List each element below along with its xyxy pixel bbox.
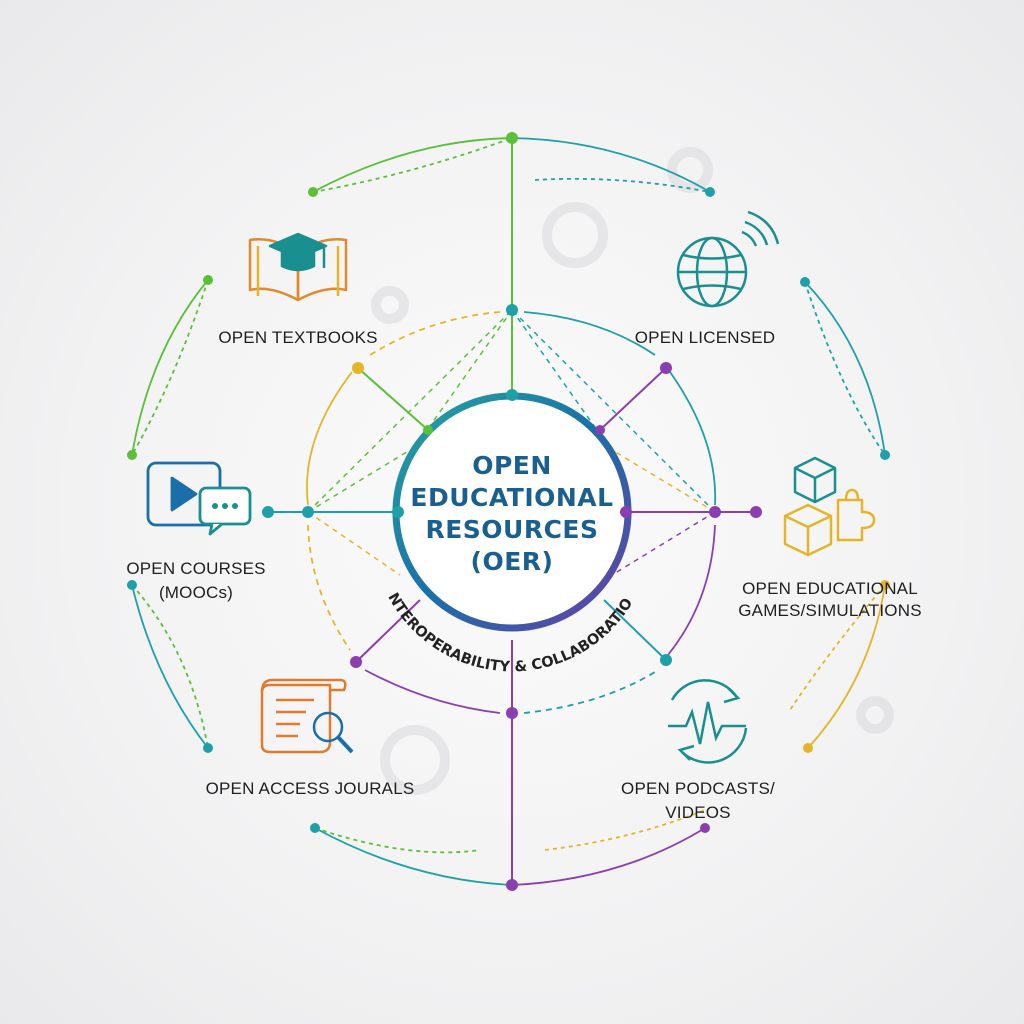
middle-arc-left-lower bbox=[307, 524, 351, 651]
node-dot bbox=[705, 187, 715, 197]
background-gears bbox=[371, 147, 894, 795]
outer-arc-top-right bbox=[511, 137, 711, 193]
spokes bbox=[268, 138, 756, 885]
spoke-bottom-left bbox=[355, 599, 421, 663]
middle-arc-top-left bbox=[369, 311, 501, 356]
spoke-top-right bbox=[599, 367, 667, 431]
outer-arc-bottom-left bbox=[314, 827, 513, 886]
label-open-podcasts-line-2: VIDEOS bbox=[665, 803, 730, 822]
label-open-games-line-1: OPEN EDUCATIONAL bbox=[742, 579, 918, 598]
label-open-podcasts-line-1: OPEN PODCASTS/ bbox=[621, 779, 775, 798]
scroll-magnifier-icon bbox=[260, 678, 354, 754]
outer-ring bbox=[131, 137, 886, 886]
spoke-bottom-right bbox=[603, 599, 667, 661]
gear-icon bbox=[856, 696, 894, 734]
inner-connectors bbox=[307, 309, 716, 576]
outer-arc-left-upper bbox=[131, 279, 209, 456]
middle-arc-bottom-right bbox=[523, 671, 656, 714]
gear-icon bbox=[380, 725, 450, 795]
node-dot bbox=[750, 506, 762, 518]
node-dot bbox=[709, 506, 721, 518]
connector bbox=[611, 511, 716, 576]
outer-arc-right-upper bbox=[804, 281, 886, 456]
waveform-refresh-icon bbox=[668, 679, 748, 764]
node-dot bbox=[352, 362, 364, 374]
outer-arc-top-left-dashed bbox=[312, 137, 513, 193]
outer-arc-top-left bbox=[312, 137, 513, 193]
node-dot bbox=[127, 450, 137, 460]
node-dot bbox=[506, 707, 518, 719]
node-dot bbox=[620, 506, 632, 518]
node-dot bbox=[350, 656, 362, 668]
gear-icon bbox=[667, 147, 713, 193]
center-title-line-1: OPEN bbox=[472, 451, 552, 480]
video-chat-icon bbox=[146, 461, 252, 536]
connector bbox=[419, 309, 513, 441]
node-dot bbox=[203, 275, 213, 285]
node-dot bbox=[660, 654, 672, 666]
outer-arc-right-upper-dashed bbox=[804, 281, 886, 456]
node-labels: OPEN TEXTBOOKS OPEN LICENSED OPEN COURSE… bbox=[126, 328, 921, 822]
node-dot bbox=[423, 425, 433, 435]
outer-arc-right-lower-dashed bbox=[789, 584, 886, 711]
middle-arc-left-upper bbox=[306, 371, 353, 506]
middle-arc-bottom-left bbox=[364, 669, 501, 714]
cubes-puzzle-icon bbox=[783, 456, 876, 557]
connector bbox=[307, 511, 401, 576]
node-dot bbox=[880, 580, 890, 590]
connector bbox=[307, 309, 513, 513]
node-dot bbox=[506, 879, 518, 891]
node-dot bbox=[310, 823, 320, 833]
node-dot bbox=[880, 450, 890, 460]
gear-icon bbox=[371, 286, 409, 324]
middle-arc-top-right bbox=[523, 311, 656, 356]
label-open-games-line-2: GAMES/SIMULATIONS bbox=[738, 601, 922, 620]
node-dot bbox=[803, 743, 813, 753]
outer-arc-bottom-right bbox=[511, 827, 706, 886]
node-dot bbox=[506, 132, 518, 144]
connector bbox=[511, 309, 716, 513]
middle-arc-right-upper bbox=[669, 371, 717, 506]
node-dot bbox=[262, 506, 274, 518]
label-open-courses-line-2: (MOOCs) bbox=[159, 583, 233, 602]
outer-arc-bottom-right-dashed bbox=[544, 809, 706, 851]
node-dot bbox=[700, 823, 710, 833]
node-dot bbox=[506, 304, 518, 316]
node-dot bbox=[308, 187, 318, 197]
node-dot bbox=[302, 506, 314, 518]
connector bbox=[611, 449, 716, 513]
center-title-line-2: EDUCATIONAL bbox=[410, 483, 613, 512]
node-dot bbox=[800, 277, 810, 287]
node-dot bbox=[392, 506, 404, 518]
open-book-graduation-cap-icon bbox=[248, 232, 348, 302]
node-dot bbox=[127, 580, 137, 590]
connector bbox=[511, 309, 605, 441]
node-dot bbox=[660, 362, 672, 374]
middle-ring bbox=[306, 311, 717, 714]
outer-arc-right-lower bbox=[807, 584, 886, 749]
center-title-line-4: (OER) bbox=[471, 547, 554, 576]
outer-arc-bottom-left-dashed bbox=[314, 827, 481, 854]
gear-icon bbox=[542, 202, 608, 268]
label-open-access-journals: OPEN ACCESS JOURALS bbox=[206, 779, 415, 798]
node-dot bbox=[595, 425, 605, 435]
center-title-line-3: RESOURCES bbox=[425, 515, 598, 544]
label-open-licensed: OPEN LICENSED bbox=[635, 328, 776, 347]
globe-wifi-icon bbox=[676, 210, 780, 308]
spoke-top-left bbox=[357, 367, 429, 431]
junction-dots bbox=[127, 132, 890, 891]
label-open-courses-line-1: OPEN COURSES bbox=[126, 559, 265, 578]
outer-arc-left-lower-dashed bbox=[131, 584, 209, 749]
outer-arc-left-upper-dashed bbox=[131, 279, 209, 456]
label-open-textbooks: OPEN TEXTBOOKS bbox=[218, 328, 377, 347]
outer-arc-left-lower bbox=[131, 584, 209, 749]
node-dot bbox=[203, 743, 213, 753]
middle-arc-right-lower bbox=[667, 524, 716, 656]
node-dot bbox=[506, 389, 518, 401]
outer-arc-top-right-dashed bbox=[534, 177, 711, 193]
